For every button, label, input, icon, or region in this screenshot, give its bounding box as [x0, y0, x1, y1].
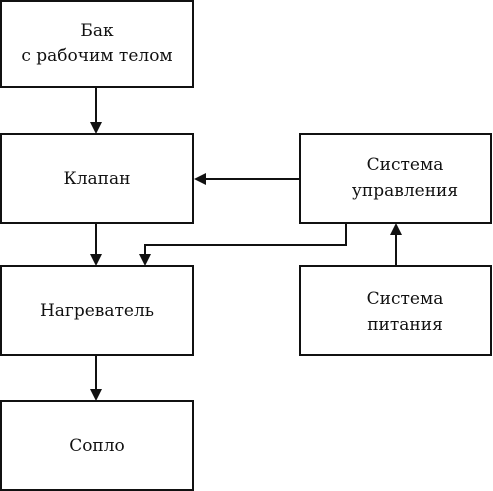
arrow-control-to-valve: [194, 173, 300, 185]
control-label-line-2: управления: [352, 181, 458, 201]
nozzle-label: Сопло: [69, 436, 125, 456]
control-label-line-1: Система: [367, 155, 444, 175]
heater-label: Нагреватель: [40, 301, 154, 321]
nozzle-node: Сопло: [0, 400, 194, 491]
arrow-control-to-heater: [139, 223, 347, 266]
power-label-line-2: питания: [367, 315, 443, 335]
power-system-node: Система питания: [299, 265, 492, 356]
valve-label: Клапан: [64, 169, 131, 189]
power-label-line-1: Система: [367, 289, 444, 309]
tank-node: Бак с рабочим телом: [0, 0, 194, 88]
heater-node: Нагреватель: [0, 265, 194, 356]
arrow-tank-to-valve: [90, 87, 102, 134]
arrow-valve-to-heater: [90, 223, 102, 266]
arrow-power-to-control: [390, 223, 402, 266]
valve-node: Клапан: [0, 133, 194, 224]
control-system-node: Система управления: [299, 133, 492, 224]
tank-label-line-1: Бак: [80, 21, 114, 41]
arrow-heater-to-nozzle: [90, 355, 102, 401]
tank-label-line-2: с рабочим телом: [21, 46, 172, 66]
